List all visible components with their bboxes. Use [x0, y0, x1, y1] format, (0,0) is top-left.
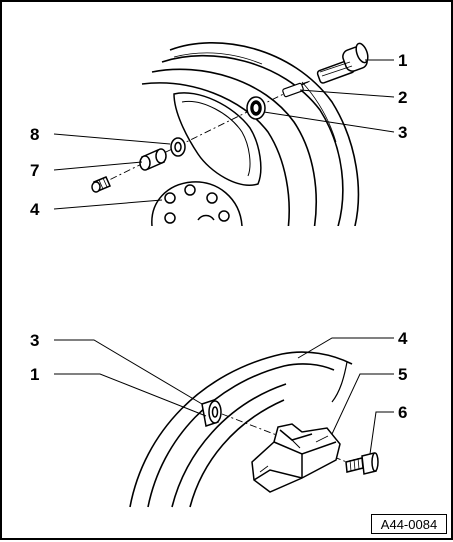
upper-callout-3: 3: [398, 123, 407, 142]
sensor-screw-part: [345, 452, 379, 475]
lower-callout-3: 3: [30, 331, 39, 350]
upper-callout-1: 1: [398, 51, 407, 70]
washer-part: [170, 137, 186, 157]
upper-diagram: [53, 42, 395, 226]
valve-core-part: [282, 81, 309, 98]
upper-leader-lines: [53, 59, 395, 210]
nut-part: [139, 148, 167, 171]
upper-callout-4: 4: [30, 200, 40, 219]
upper-callout-2: 2: [398, 88, 407, 107]
upper-callout-7: 7: [30, 161, 39, 180]
upper-wheel-hub: [151, 181, 243, 226]
lower-leader-lines: [54, 337, 394, 455]
valve-cap-part: [91, 176, 111, 193]
upper-assembly-axis: [96, 79, 313, 187]
lower-diagram: [54, 337, 394, 508]
valve-stem-part: [316, 42, 369, 84]
lower-callout-6: 6: [398, 403, 407, 422]
grommet-part: [246, 96, 266, 120]
upper-spoke-opening: [173, 92, 262, 186]
lower-callout-1: 1: [30, 365, 39, 384]
lower-tire: [129, 351, 353, 508]
rim-stud-part: [201, 399, 222, 427]
lower-callout-5: 5: [398, 365, 407, 384]
upper-callout-8: 8: [30, 125, 39, 144]
figure-id-label: A44-0084: [371, 514, 447, 534]
pressure-sensor-part: [251, 423, 341, 493]
lower-callout-4: 4: [398, 329, 408, 348]
upper-tire: [141, 42, 360, 226]
